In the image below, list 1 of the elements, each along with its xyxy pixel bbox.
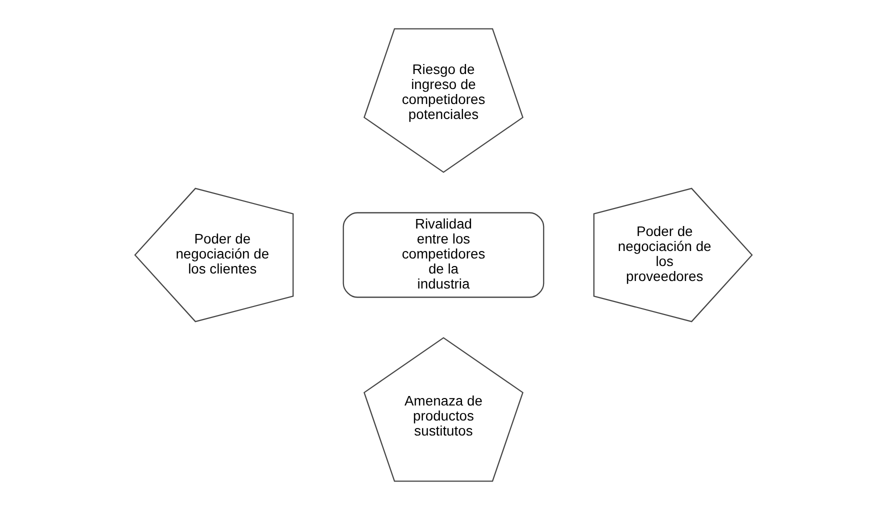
node-box: Rivalidad entre los competidores de la industria [342, 212, 544, 298]
